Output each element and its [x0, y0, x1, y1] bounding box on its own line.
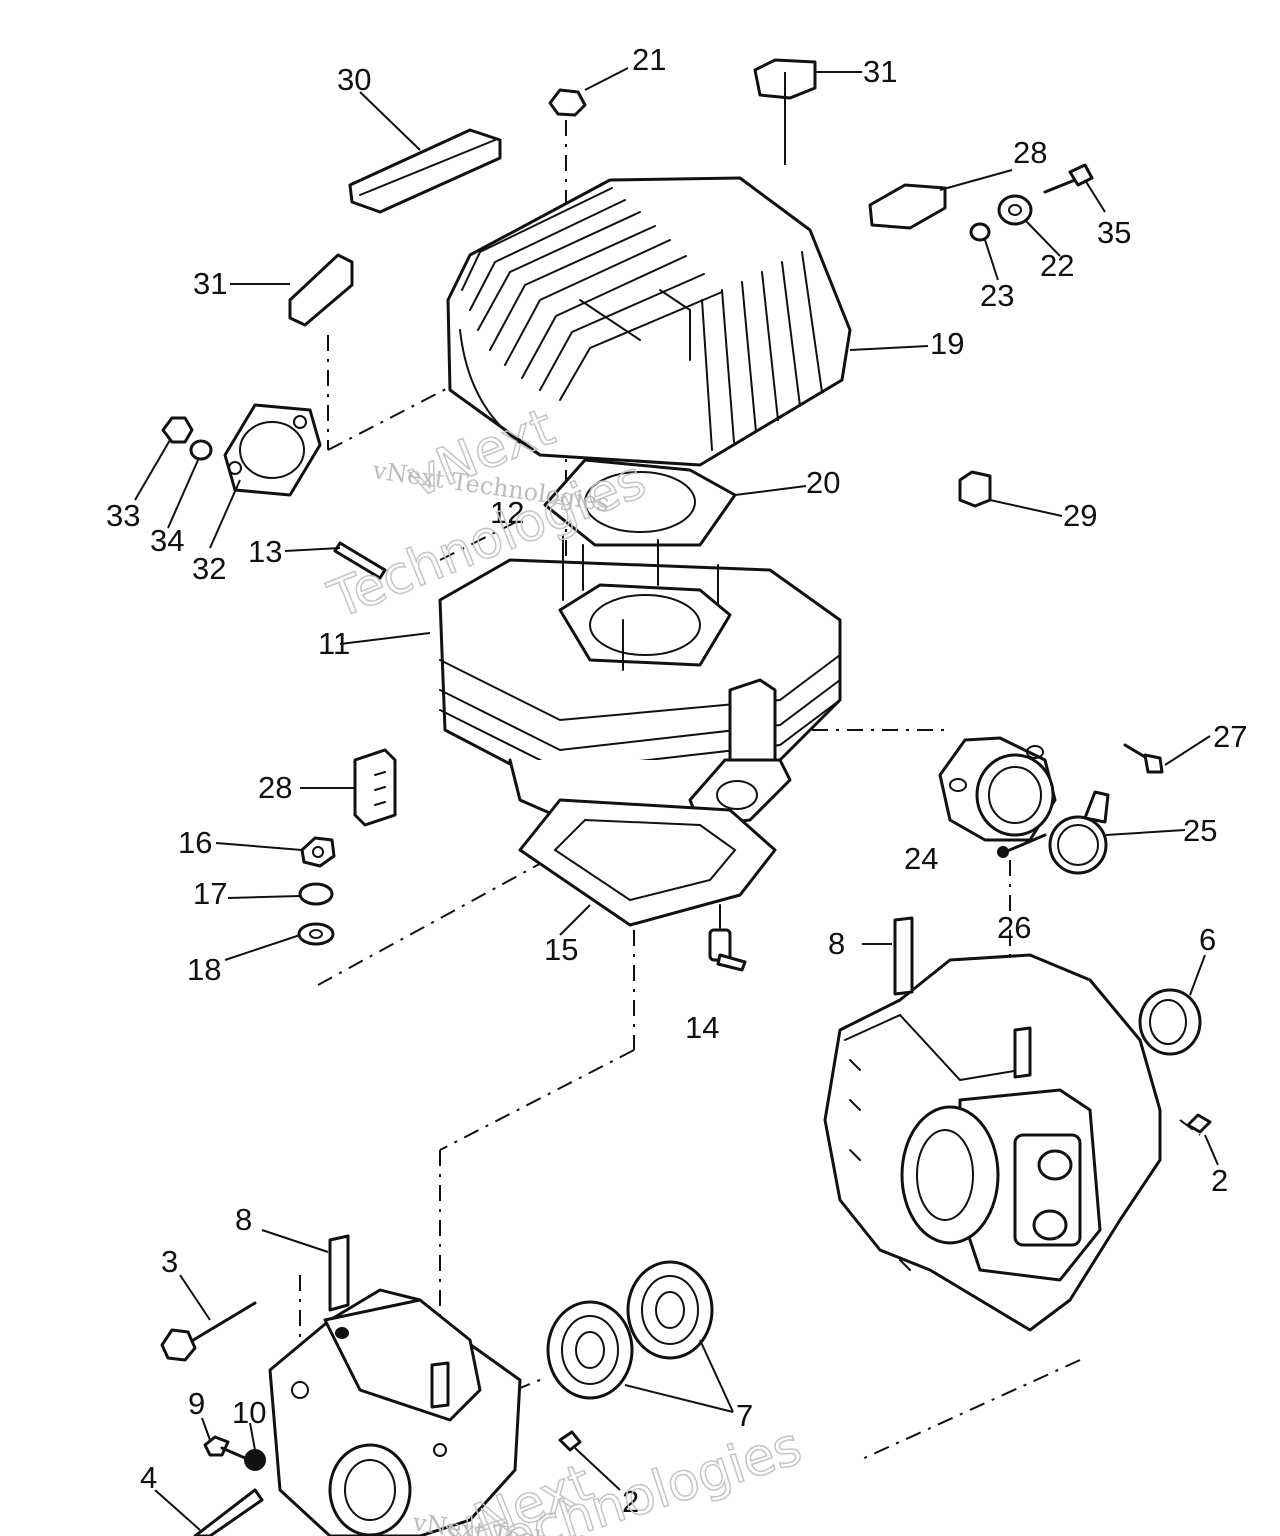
callout-35: 35: [1097, 215, 1131, 250]
stud-4: [193, 1488, 264, 1536]
intake-screw: [1123, 743, 1164, 774]
lock-washer-17: [298, 882, 334, 906]
callout-21: 21: [632, 42, 666, 77]
callout-17: 17: [193, 876, 227, 911]
mounting-screw: [997, 833, 1047, 858]
callout-28-left: 28: [258, 770, 292, 805]
callout-7: 7: [736, 1398, 753, 1433]
intake-manifold: [938, 736, 1057, 842]
callout-34: 34: [150, 523, 184, 558]
fin-insert-28-top: [868, 183, 947, 230]
bolt-3: [160, 1301, 257, 1362]
fin-insert-31-left: [288, 253, 354, 327]
cylinder-block: [438, 534, 842, 837]
dowel-2-right: [1186, 1113, 1212, 1134]
callout-23: 23: [980, 278, 1014, 313]
fin-insert-28-lower: [353, 748, 397, 827]
leader-lines: [134, 67, 1219, 1531]
grommet-22: [997, 194, 1033, 226]
callout-2-right: 2: [1211, 1163, 1228, 1198]
callout-20: 20: [806, 465, 840, 500]
washer-23: [969, 222, 991, 242]
callout-3: 3: [161, 1244, 178, 1279]
callout-labels: 21 30 31 28 35 22 23 31 19 20 29 12 33 3…: [106, 42, 1247, 1519]
callout-6: 6: [1199, 922, 1216, 957]
callout-2-left: 2: [622, 1484, 639, 1519]
hose-clamp: [1048, 790, 1110, 875]
callout-25: 25: [1183, 813, 1217, 848]
callout-12: 12: [490, 495, 524, 530]
exhaust-flange-32: [223, 403, 322, 497]
callout-26: 26: [997, 910, 1031, 945]
bearing-pair: [546, 1260, 714, 1400]
callout-30: 30: [337, 62, 371, 97]
callout-16: 16: [178, 825, 212, 860]
nut-21: [548, 88, 587, 117]
callout-8-left: 8: [235, 1202, 252, 1237]
callout-9: 9: [188, 1386, 205, 1421]
callout-19: 19: [930, 326, 964, 361]
crankcase-right-half: [823, 916, 1162, 1332]
nut-33: [161, 416, 194, 444]
callout-22: 22: [1040, 248, 1074, 283]
bolt-35: [1043, 163, 1094, 194]
nut-16: [300, 836, 336, 868]
callout-15: 15: [544, 932, 578, 967]
callout-28-top: 28: [1013, 135, 1047, 170]
fin-insert-30: [348, 128, 502, 214]
callout-31-left: 31: [193, 266, 227, 301]
base-gasket: [518, 798, 777, 927]
oil-seal: [1138, 988, 1202, 1056]
callout-11: 11: [318, 626, 350, 661]
callout-29: 29: [1063, 498, 1097, 533]
washer-34: [189, 439, 213, 461]
callout-13: 13: [248, 534, 282, 569]
crankcase-left-half: [268, 1234, 522, 1536]
cylinder-head-fin-cover: [446, 176, 852, 467]
callout-8-right: 8: [828, 926, 845, 961]
washer-10: [244, 1449, 266, 1471]
callout-10: 10: [232, 1395, 266, 1430]
callout-31-top: 31: [863, 54, 897, 89]
callout-24: 24: [904, 841, 938, 876]
callout-33: 33: [106, 498, 140, 533]
drain-plug: [708, 904, 747, 972]
callout-14: 14: [685, 1010, 719, 1045]
dowel-2-left: [558, 1430, 582, 1452]
plug-29: [958, 470, 992, 508]
callout-32: 32: [192, 551, 226, 586]
flat-washer-18: [297, 922, 335, 946]
screw-9: [203, 1435, 247, 1460]
callout-18: 18: [187, 952, 221, 987]
callout-4: 4: [140, 1460, 157, 1495]
callout-27: 27: [1213, 719, 1247, 754]
